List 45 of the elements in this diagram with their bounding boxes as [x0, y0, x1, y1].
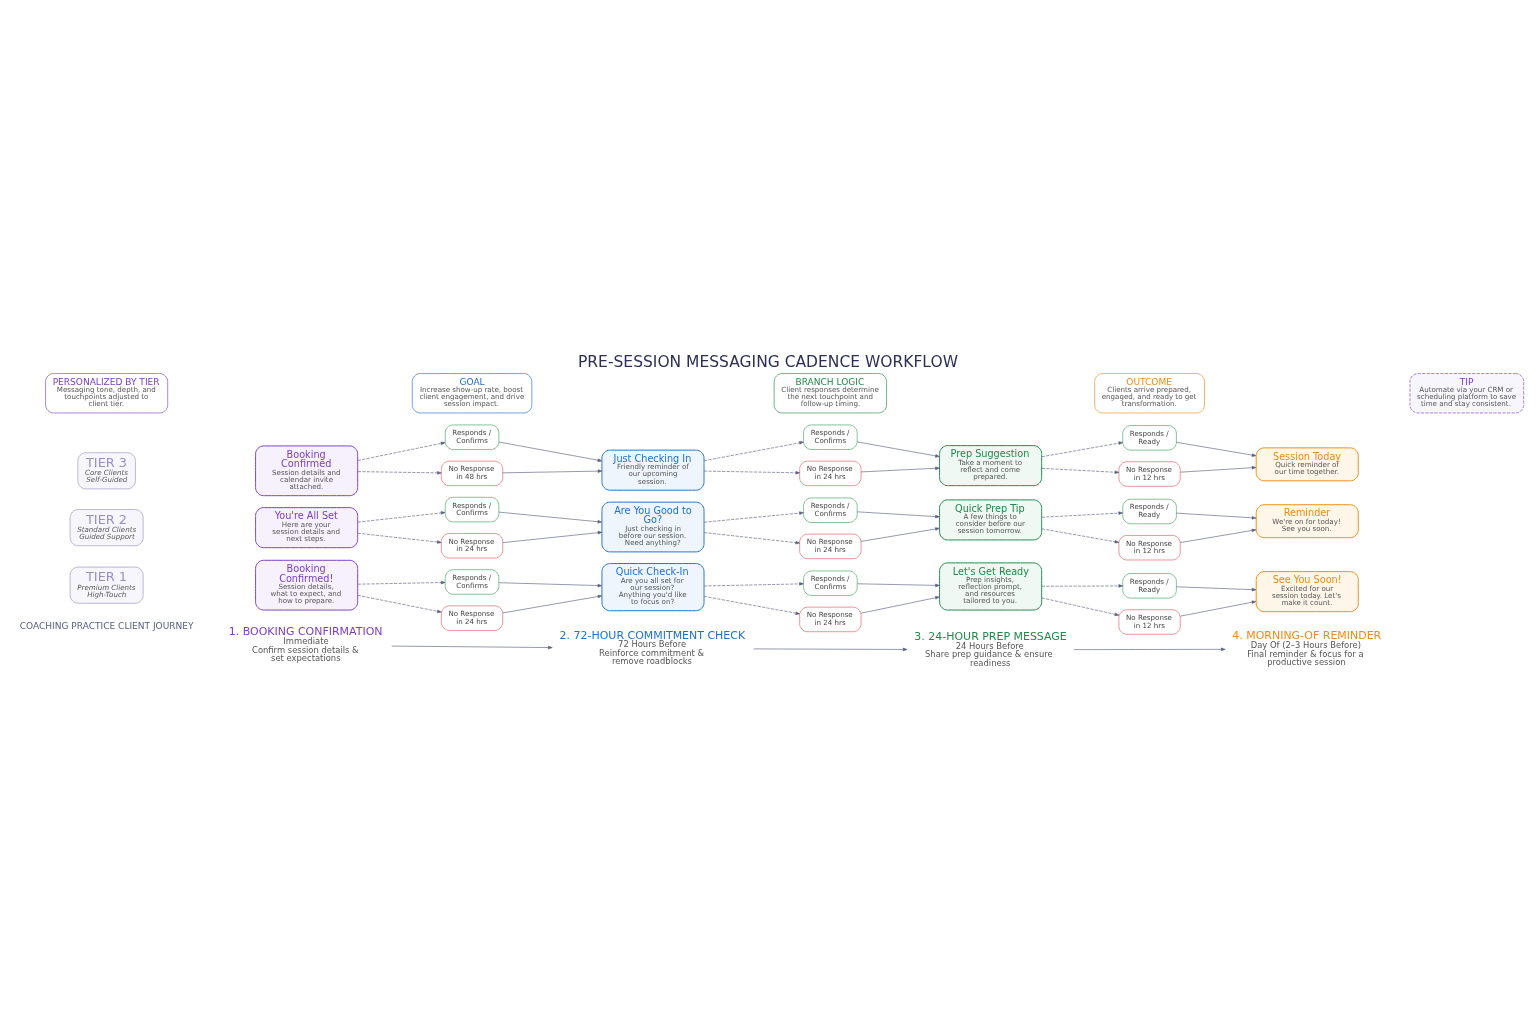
arrow: [703, 532, 800, 545]
arrow: [856, 511, 940, 519]
arrow: [703, 511, 804, 523]
arrow: [498, 582, 603, 588]
arrow: [703, 441, 804, 462]
arrow: [1180, 466, 1257, 473]
arrow: [1180, 600, 1257, 617]
arrow: [1073, 647, 1226, 651]
node-text: 3. 24-HOUR PREP MESSAGE 24 Hours Before Share prep guidance & ensure readiness: [914, 629, 1067, 668]
node-text: 1. BOOKING CONFIRMATION Immediate Confirm session details & set expectations: [228, 625, 383, 664]
arrow: [703, 470, 800, 475]
diagram-title: PRE-SESSION MESSAGING CADENCE WORKFLOW: [578, 352, 958, 371]
arrow: [860, 527, 940, 542]
arrow: [1041, 528, 1120, 544]
arrow: [753, 647, 908, 652]
arrow: [1041, 441, 1124, 458]
arrow: [357, 532, 442, 544]
arrow: [860, 466, 940, 473]
node-text: 2. 72-HOUR COMMITMENT CHECK 72 Hours Before Reinforce commitment & remove roadblocks: [559, 628, 746, 667]
arrow: [1176, 586, 1257, 592]
arrow: [357, 471, 442, 475]
arrow: [357, 511, 446, 523]
arrow: [703, 596, 800, 615]
arrow: [860, 596, 940, 614]
label: COACHING PRACTICE CLIENT JOURNEY: [19, 620, 194, 631]
arrow: [502, 594, 603, 614]
arrow: [1176, 441, 1257, 457]
arrow: [357, 595, 442, 613]
arrow: [502, 469, 603, 474]
arrow: [391, 645, 553, 650]
arrow: [357, 441, 446, 461]
arrow: [1041, 468, 1120, 474]
arrow: [357, 580, 446, 585]
arrow: [856, 441, 940, 458]
arrow: [856, 583, 940, 588]
arrow: [703, 582, 804, 587]
arrow: [1176, 512, 1257, 520]
arrow: [502, 531, 603, 543]
arrow: [1041, 511, 1124, 518]
node-text: 4. MORNING-OF REMINDER Day Of (2–3 Hours Before) Final reminder & focus for a productive session: [1232, 629, 1382, 667]
arrow: [1180, 528, 1257, 543]
arrow: [1041, 597, 1120, 617]
arrow: [498, 511, 603, 524]
arrow: [498, 441, 603, 462]
arrow: [1041, 584, 1124, 588]
